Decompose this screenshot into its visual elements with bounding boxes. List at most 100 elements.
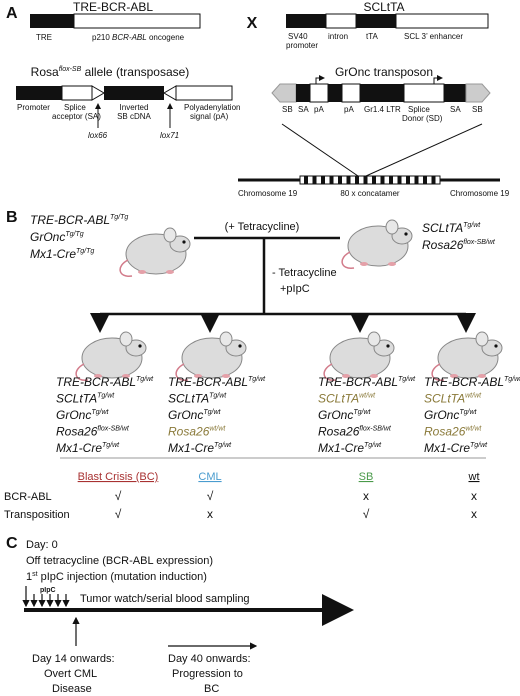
lox66-label: lox66 [88,131,108,140]
gronc-sd-segment [403,83,445,103]
concatamer-label: 80 x concatamer [340,189,399,198]
rosa-splice-label-2: acceptor (SA) [52,112,101,121]
offspring-mouse-icon-2 [175,331,247,381]
offspring-4-genotype-line: Rosa26wt/wt [424,425,482,439]
offspring-3-genotype-line: GrOncTg/wt [318,408,372,422]
first-pipc-label: 1st pIpC injection (mutation induction) [26,571,207,583]
gronc-pa1-segment [309,83,329,103]
rosa-promoter-segment [16,86,62,100]
offspring-2-genotype-line: SCLtTATg/wt [168,392,227,406]
cross-symbol-1: X [247,15,258,32]
concatamer-stripe [380,176,385,184]
parent2-mouse-icon [341,219,413,269]
table-cell: x [363,489,369,503]
rosa-polya-label-1: Polyadenylation [184,103,240,112]
concatamer-stripe [312,176,317,184]
day14-label-3: Disease [52,683,92,695]
table-header: CML [198,471,221,483]
day40-label-2: Progression to [172,668,243,680]
parent1-genotype-line: Mx1-CreTg/Tg [30,247,94,261]
p210-segment [73,13,201,29]
table-header: SB [359,471,374,483]
gronc-pa1-label: pA [314,105,324,114]
tre-segment [30,14,74,28]
table-cell: √ [115,507,122,521]
day14-label-2: Overt CML [44,668,97,680]
rosa-splice-label-1: Splice [64,103,86,112]
gronc-ltr-segment [360,84,404,102]
concatamer-stripe [346,176,351,184]
table-cell: x [471,507,477,521]
intron-segment [325,13,357,29]
table-header: wt [468,471,480,483]
offspring-mouse-icon-1 [75,331,147,381]
offspring-mouse-icon-3 [323,331,395,381]
concatamer-stripe [431,176,436,184]
sb-right-arrow [465,83,491,103]
panel-a-label: A [6,5,18,22]
concatamer-stripe [423,176,427,184]
inverted-sb-segment [104,86,164,100]
intron-label: intron [328,32,348,41]
offspring-2-genotype-line: GrOncTg/wt [168,408,222,422]
zoom-line-left [281,123,359,177]
concatamer-stripe [329,176,334,184]
gronc-title: GrOnc transposon [335,65,433,79]
rosa-sa-segment [61,85,93,101]
gronc-black-2 [328,84,342,102]
gronc-sd-label-1: Splice [408,105,430,114]
zoom-line-right [365,123,483,177]
parent2-genotype-line: Rosa26flox-SB/wt [422,238,496,252]
tumor-watch-label: Tumor watch/serial blood sampling [80,593,250,605]
gronc-sd-label-2: Donor (SD) [402,114,443,123]
lox71-label: lox71 [160,131,179,140]
offspring-2-genotype-line: TRE-BCR-ABLTg/wt [168,375,266,389]
lox66-triangle [91,85,105,101]
tre-bcr-abl-title: TRE-BCR-ABL [73,0,153,14]
sb-left-arrow [271,83,297,103]
rosa-promoter-label: Promoter [17,103,50,112]
enhancer-label: SCL 3’ enhancer [404,32,463,41]
day14-label-1: Day 14 onwards: [32,653,115,665]
off-tet-label: Off tetracycline (BCR-ABL expression) [26,555,213,567]
offspring-3-genotype-line: SCLtTAwt/wt [318,392,376,406]
offspring-1-genotype-line: SCLtTATg/wt [56,392,115,406]
day0-label: Day: 0 [26,539,58,551]
parent1-mouse-icon [119,227,191,277]
promoter-label: promoter [286,41,318,50]
concatamer [299,175,441,185]
offspring-1-genotype-line: Mx1-CreTg/wt [56,441,120,455]
enhancer-segment [395,13,489,29]
sv40-label: SV40 [288,32,308,41]
tta-segment [356,14,396,28]
offspring-2-genotype-line: Rosa26wt/wt [168,425,226,439]
table-row-label: Transposition [4,509,70,521]
concatamer-stripe [414,176,419,184]
rosa-title: Rosaflox-SB allele (transposase) [31,65,190,79]
day40-label-1: Day 40 onwards: [168,653,251,665]
table-cell: √ [207,489,214,503]
concatamer-stripe [363,176,368,184]
gronc-sa2-label: SA [450,105,461,114]
offspring-4-genotype-line: Mx1-CreTg/wt [424,441,488,455]
tta-label: tTA [366,32,379,41]
rosa-inverted-label-1: Inverted [120,103,149,112]
offspring-1-genotype-line: Rosa26flox-SB/wt [56,425,130,439]
table-header: Blast Crisis (BC) [78,471,159,483]
gronc-sa1-label: SA [298,105,309,114]
panel-c-label: C [6,535,18,552]
offspring-3-genotype-line: TRE-BCR-ABLTg/wt [318,375,416,389]
concatamer-stripe [338,176,342,184]
lox71-triangle [163,85,177,101]
table-cell: √ [363,507,370,521]
rosa-inverted-label-2: SB cDNA [117,112,151,121]
table-cell: x [471,489,477,503]
parent1-genotype-line: GrOncTg/Tg [30,230,84,244]
pipc-small-label: pIpC [40,587,56,594]
parent1-genotype-line: TRE-BCR-ABLTg/Tg [30,213,128,227]
concatamer-stripe [406,176,410,184]
